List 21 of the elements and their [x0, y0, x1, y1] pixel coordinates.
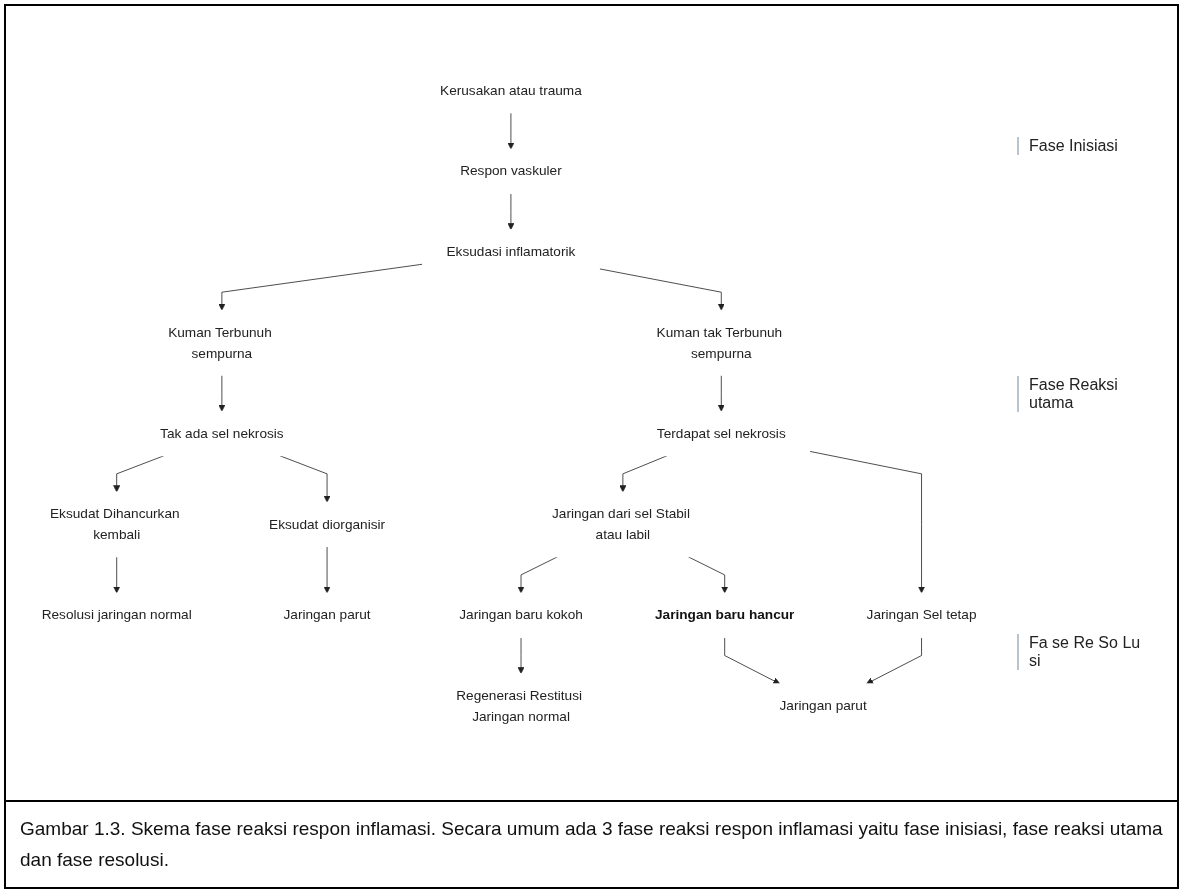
node-text: Eksudasi inflamatorik [446, 243, 576, 259]
node-text: Jaringan baru kokoh [459, 607, 583, 623]
node-text: Jaringan parut [779, 697, 867, 714]
node-text: Jaringan parut [283, 607, 371, 623]
phase-label: Fase Reaksi utama [1017, 376, 1149, 413]
phase-label: Fa se Re So Lu si [1017, 633, 1149, 670]
node-text: Tak ada sel nekrosis [160, 425, 284, 441]
caption: Gambar 1.3. Skema fase reaksi respon inflamasi. Secara umum ada 3 fase reaksi respon inflamasi yaitu fase inisiasi, fase reaksi utama dan fase resolusi. [20, 817, 1163, 872]
node-text: Eksudat Dihancurkan kembali [49, 505, 180, 542]
node-text: Regenerasi Restitusi Jaringan normal [456, 687, 583, 724]
node-text: Respon vaskuler [460, 163, 562, 179]
node-text: Jaringan dari sel Stabil atau labil [551, 505, 690, 542]
node-text: Kuman Terbunuh sempurna [168, 324, 272, 360]
node-text: Jaringan baru hancur [654, 607, 795, 623]
node-text: Kuman tak Terbunuh sempurna [656, 324, 783, 360]
node-text: Kerusakan atau trauma [440, 82, 582, 98]
node-text: Eksudat diorganisir [269, 516, 386, 532]
node-text: Resolusi jaringan normal [41, 607, 192, 623]
phase-label: Fase Inisiasi [1017, 136, 1149, 155]
node-text: Jaringan Sel tetap [866, 607, 977, 623]
node-text: Terdapat sel nekrosis [656, 425, 786, 441]
